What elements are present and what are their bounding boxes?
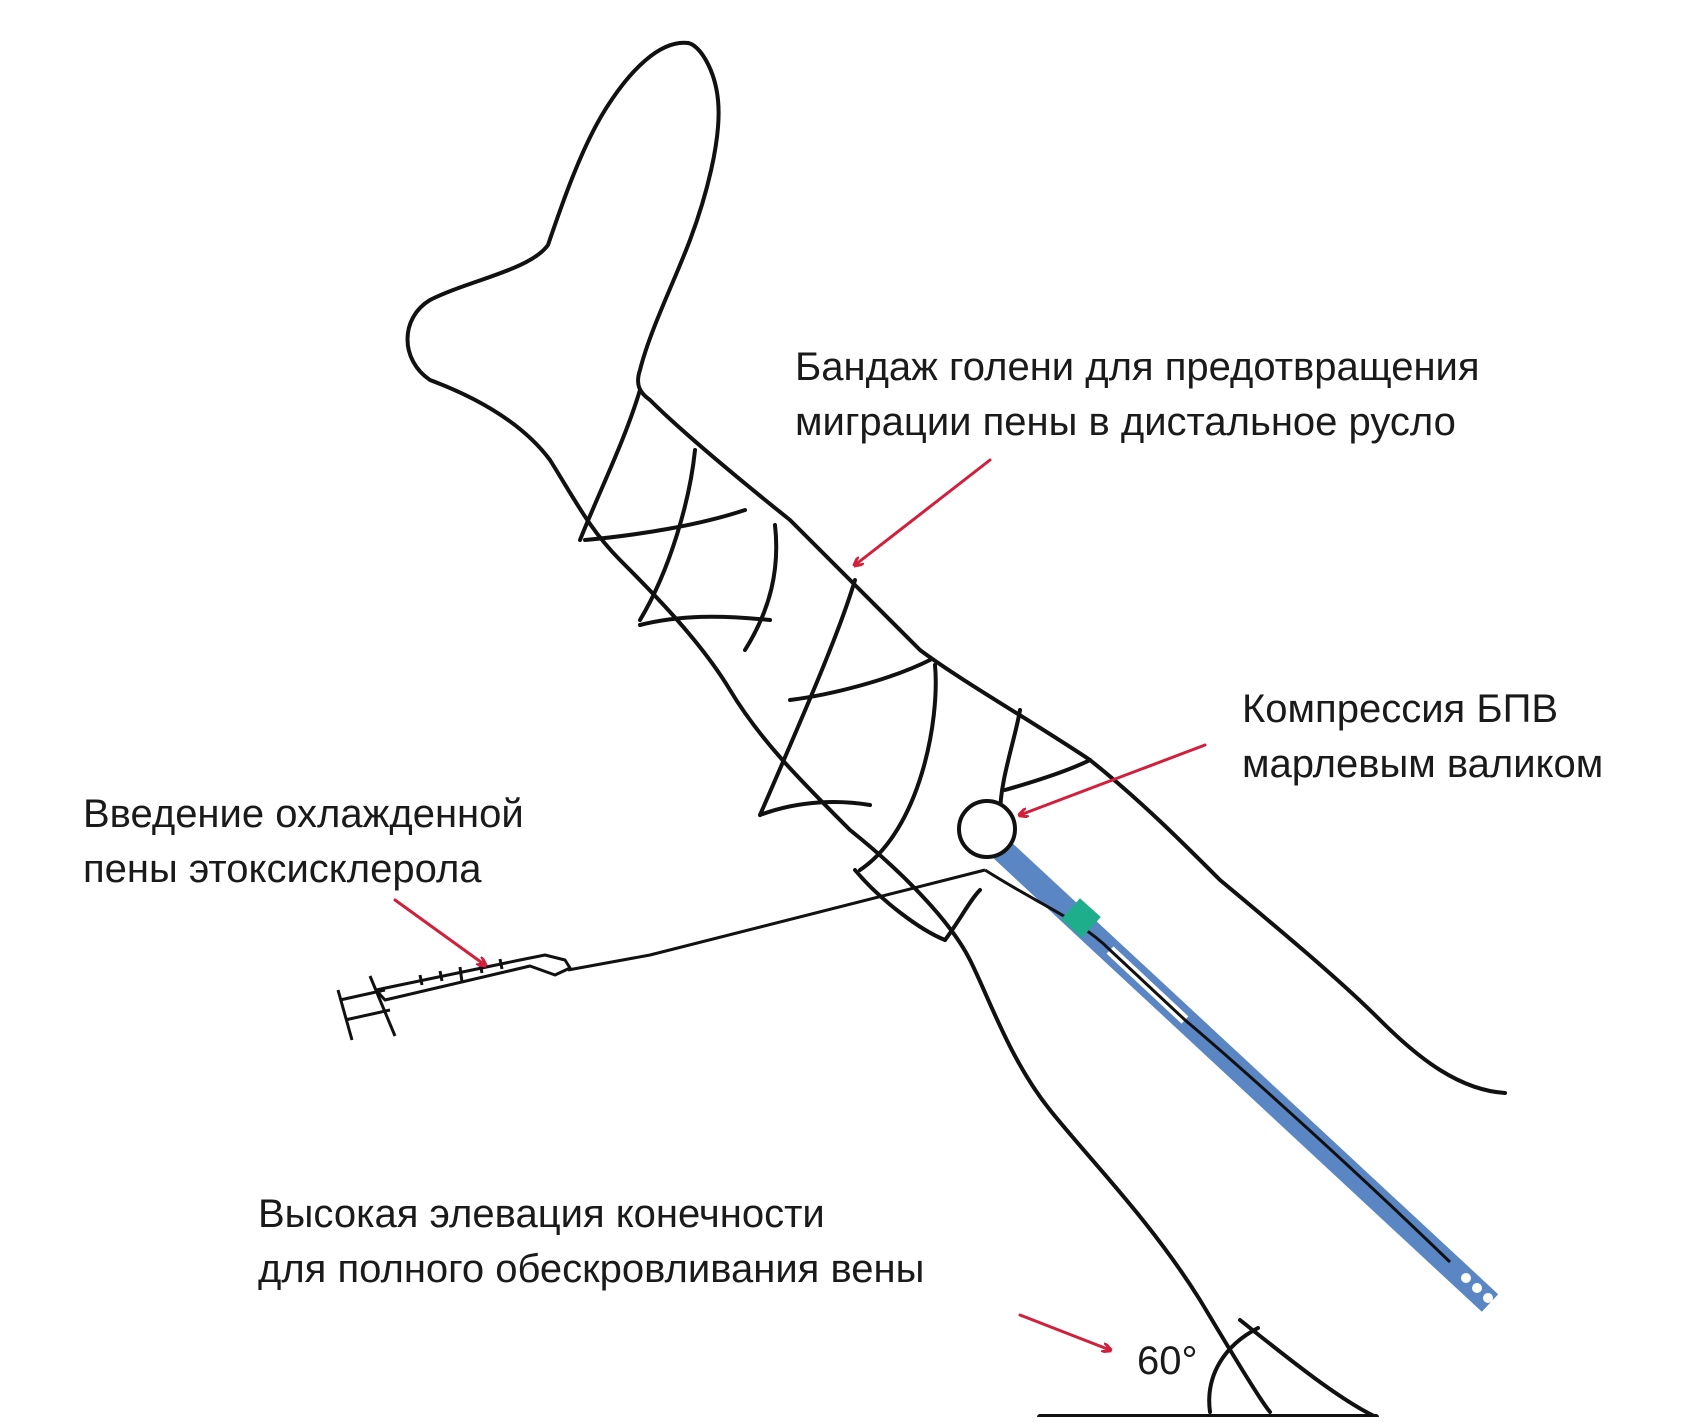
angle-label: 60° bbox=[1137, 1336, 1198, 1386]
needle-line bbox=[568, 870, 985, 970]
gauze-roller bbox=[959, 801, 1015, 857]
leg-outline-right bbox=[638, 43, 1505, 1093]
injection-label-line-2: пены этоксисклерола bbox=[83, 842, 524, 897]
elevation-label-line-2: для полного обескровливания вены bbox=[258, 1242, 924, 1297]
angle-arc bbox=[1209, 1328, 1258, 1412]
catheter-tip-dot-1 bbox=[1461, 1273, 1471, 1283]
syringe-scale bbox=[420, 959, 502, 985]
arrow-bandage bbox=[855, 460, 990, 565]
catheter bbox=[985, 848, 1493, 1303]
arrow-injection bbox=[395, 900, 485, 965]
syringe-barrel bbox=[376, 955, 570, 1000]
bandage-label-line-1: Бандаж голени для предотвращения bbox=[795, 340, 1480, 395]
catheter-tip-dot-3 bbox=[1483, 1293, 1493, 1303]
compression-label: Компрессия БПВ марлевым валиком bbox=[1242, 682, 1603, 792]
compression-label-line-1: Компрессия БПВ bbox=[1242, 682, 1603, 737]
catheter-tip-dot-2 bbox=[1472, 1283, 1482, 1293]
compression-label-line-2: марлевым валиком bbox=[1242, 737, 1603, 792]
injection-label-line-1: Введение охлажденной bbox=[83, 787, 524, 842]
arrow-elevation bbox=[1020, 1315, 1110, 1350]
ground-foot-edge bbox=[1240, 1320, 1376, 1417]
elevation-label: Высокая элевация конечности для полного … bbox=[258, 1187, 924, 1297]
elevation-label-line-1: Высокая элевация конечности bbox=[258, 1187, 924, 1242]
bandage-label-line-2: миграции пены в дистальное русло bbox=[795, 395, 1480, 450]
syringe-flange bbox=[370, 976, 395, 1036]
bandage-label: Бандаж голени для предотвращения миграци… bbox=[795, 340, 1480, 450]
arrow-compression bbox=[1020, 745, 1205, 815]
injection-label: Введение охлажденной пены этоксисклерола bbox=[83, 787, 524, 897]
